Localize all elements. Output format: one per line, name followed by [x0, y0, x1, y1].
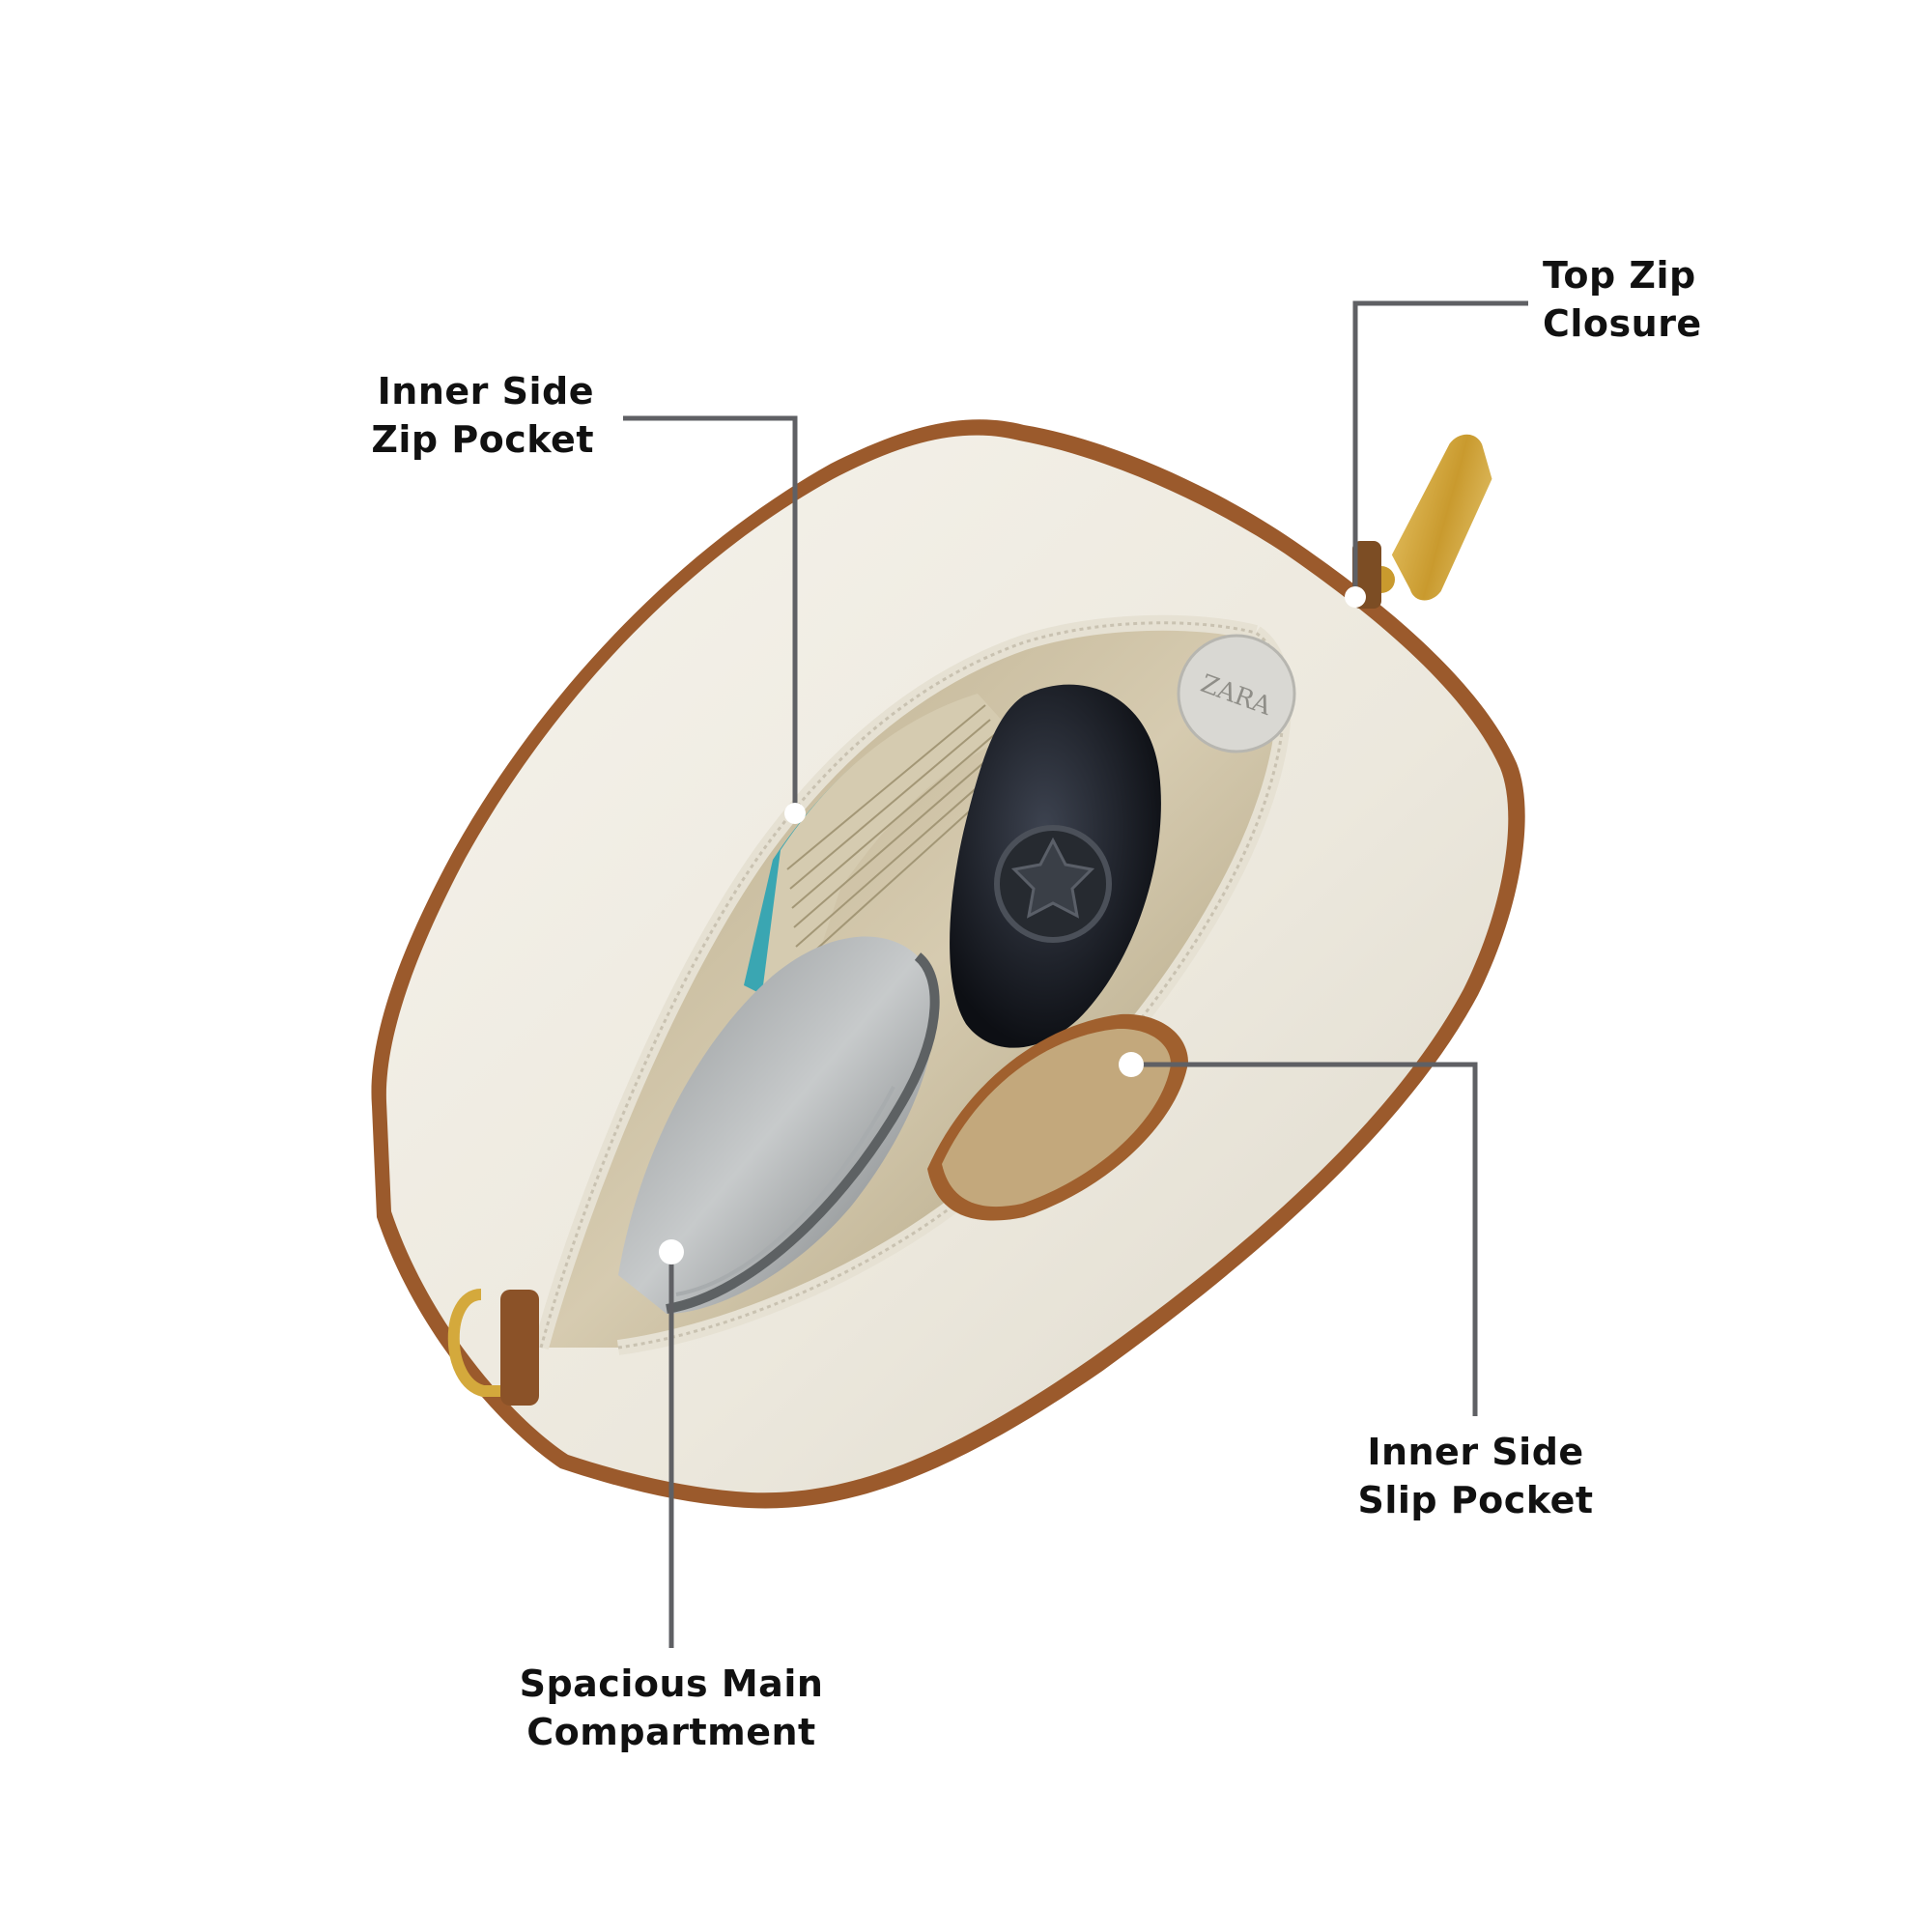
label-slip-pocket-line1: Inner Side	[1367, 1431, 1584, 1473]
leader-lines	[623, 300, 1528, 1648]
leader-line-slip-pocket	[1131, 1062, 1478, 1416]
label-top-zip-line2: Closure	[1543, 302, 1702, 345]
dot-slip-pocket	[1119, 1052, 1144, 1077]
label-top-zip-line1: Top Zip	[1543, 254, 1696, 297]
dot-inner-zip	[784, 803, 806, 824]
label-inner-zip-line1: Inner Side	[377, 370, 594, 412]
label-spacious-main-compartment: Spacious Main Compartment	[517, 1660, 826, 1756]
leader-line-top-zip	[1352, 300, 1528, 597]
leader-line-inner-zip	[623, 415, 798, 813]
label-slip-pocket-line2: Slip Pocket	[1357, 1479, 1594, 1521]
d-ring	[447, 1289, 539, 1406]
zipper-pull	[1352, 434, 1492, 609]
label-inner-side-zip-pocket: Inner Side Zip Pocket	[348, 367, 594, 464]
metal-tin	[618, 936, 940, 1314]
dot-main-compartment	[659, 1239, 684, 1264]
label-main-compartment-line2: Compartment	[526, 1711, 816, 1753]
callout-dots	[659, 586, 1366, 1264]
label-inner-side-slip-pocket: Inner Side Slip Pocket	[1352, 1428, 1599, 1524]
dot-top-zip	[1345, 586, 1366, 608]
label-main-compartment-line1: Spacious Main	[519, 1662, 824, 1705]
label-top-zip-closure: Top Zip Closure	[1543, 251, 1702, 348]
brand-tag: ZARA	[1177, 634, 1296, 753]
label-inner-zip-line2: Zip Pocket	[371, 418, 594, 461]
black-oval-case	[950, 684, 1161, 1048]
